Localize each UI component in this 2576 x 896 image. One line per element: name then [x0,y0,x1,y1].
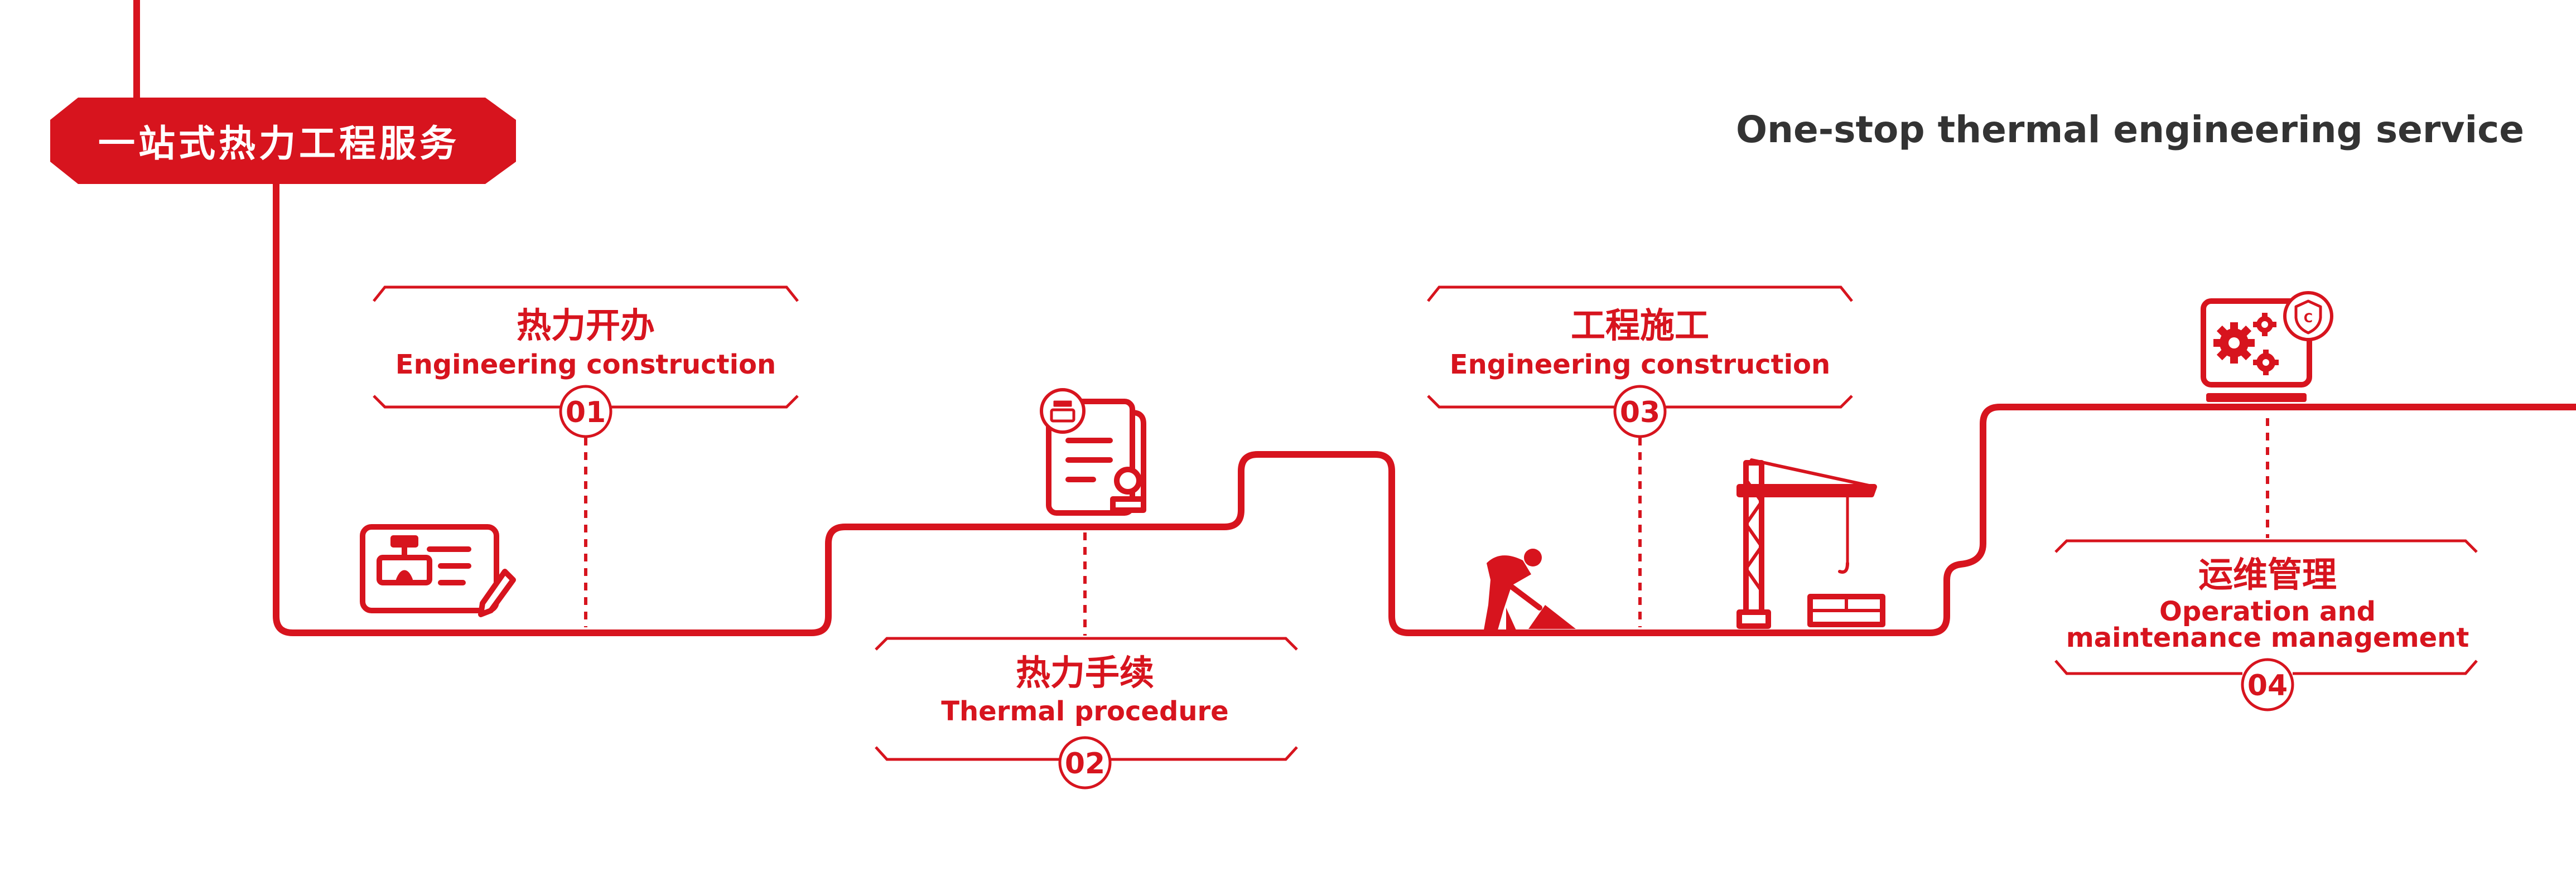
step-03-title-cn: 工程施工 [1571,305,1709,346]
banner: 一站式热力工程服务 [50,98,516,184]
step-01-frame-top [373,285,799,302]
step-03-frame-bottom [1427,395,1853,409]
step-01-title-en: Engineering construction [395,349,776,380]
step-01-number-circle [559,385,612,438]
step-01-number: 01 [566,396,606,429]
step-01: 热力开办 Engineering construction 01 [360,285,799,627]
step-02-number: 02 [1065,747,1105,781]
step-03-number: 03 [1620,396,1660,429]
certificate-stamp-icon [1040,388,1146,516]
shield-icon [2294,299,2322,335]
step-02-number-circle [1058,736,1112,790]
step-04-frame-bottom [2054,660,2478,675]
flow-path [273,184,2576,636]
step-02-title-cn: 热力手续 [1016,652,1154,693]
step-02-frame-top [875,637,1298,651]
step-04-title-en-line1: Operation and [2159,596,2376,627]
step-01-frame-bottom [373,395,799,409]
step-03: 工程施工 Engineering construction 03 [1427,285,1885,630]
step-04-title-en-line2: maintenance management [2066,622,2469,653]
page-subtitle: One-stop thermal engineering service [1736,108,2524,151]
step-04-frame-top [2054,539,2478,553]
shield-badge [2283,291,2333,341]
gear-icon [2213,313,2279,375]
shield-letter: C [2304,312,2313,326]
step-02-title-en: Thermal procedure [941,696,1228,727]
step-03-frame-top [1427,285,1853,302]
step-01-title-cn: 热力开办 [517,305,655,346]
step-03-number-circle [1613,385,1667,438]
step-04-number: 04 [2247,669,2288,703]
step-04-number-circle [2241,658,2294,711]
worker-shovel-icon [1484,549,1576,630]
banner-title: 一站式热力工程服务 [98,122,460,165]
step-02: 热力手续 Thermal procedure 02 [875,388,1298,790]
banner-shape [50,98,516,184]
step-04-title-cn: 运维管理 [2198,554,2337,595]
step-04: 运维管理 Operation and maintenance managemen… [2054,291,2478,711]
crane-icon [1736,458,1885,629]
document-pipe-pen-icon [360,524,516,617]
step-02-frame-bottom [875,746,1298,761]
laptop-gears-shield-icon: C [2201,291,2333,402]
step-03-title-en: Engineering construction [1450,349,1830,380]
